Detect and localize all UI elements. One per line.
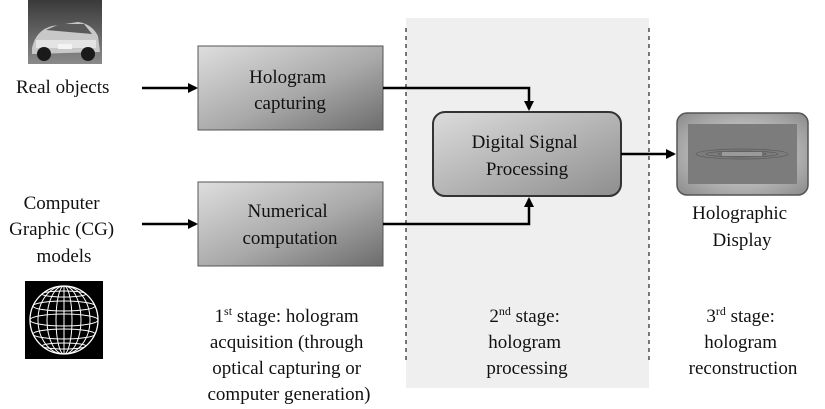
stage2-heading: 2nd stage: bbox=[489, 304, 560, 327]
stage3-line-2: hologram bbox=[704, 332, 777, 353]
svg-text:Numerical computation: Numerical computation bbox=[243, 201, 338, 249]
numerical-computation-line-2: computation bbox=[243, 228, 338, 249]
display-label-line-2: Display bbox=[712, 230, 772, 251]
hologram-capturing-box: Hologram capturing bbox=[197, 45, 384, 131]
stage2-caption: 2nd stage: hologram processing bbox=[486, 304, 568, 379]
wireframe-sphere-image bbox=[25, 281, 103, 359]
dsp-line-1: Digital Signal bbox=[472, 132, 578, 153]
hologram-capturing-line-2: capturing bbox=[254, 93, 326, 114]
stage3-heading: 3rd stage: bbox=[706, 304, 775, 327]
svg-text:Digital Signal Processin: Digital Signal Processing bbox=[472, 132, 583, 180]
holographic-display bbox=[676, 112, 809, 196]
arrow-computation-to-dsp bbox=[383, 197, 534, 226]
stage1-line-4: computer generation) bbox=[207, 384, 370, 405]
stage2-line-3: processing bbox=[486, 358, 568, 379]
numerical-computation-line-1: Numerical bbox=[248, 201, 328, 222]
stage3-caption: 3rd stage: hologram reconstruction bbox=[689, 304, 798, 379]
numerical-computation-box: Numerical computation bbox=[197, 181, 384, 267]
cg-models-line-2: Graphic (CG) bbox=[9, 219, 114, 240]
holographic-display-label: Holographic Display bbox=[692, 203, 792, 251]
stage1-heading: 1st stage: hologram bbox=[215, 304, 359, 327]
stage1-caption: 1st stage: hologram acquisition (through… bbox=[207, 304, 370, 405]
stage1-line-3: optical capturing or bbox=[212, 358, 361, 379]
svg-text:Hologram capturing: Hologram capturing bbox=[249, 67, 331, 114]
cg-models-label: Computer Graphic (CG) models bbox=[9, 193, 119, 267]
dsp-line-2: Processing bbox=[486, 159, 569, 180]
stage2-line-2: hologram bbox=[488, 332, 561, 353]
hologram-capturing-line-1: Hologram bbox=[249, 67, 326, 88]
real-objects-label: Real objects bbox=[16, 77, 109, 98]
cg-models-line-3: models bbox=[37, 246, 92, 267]
arrow-capturing-to-dsp bbox=[383, 86, 534, 111]
digital-signal-processing-box: Digital Signal Processing bbox=[432, 111, 622, 197]
stage3-line-3: reconstruction bbox=[689, 358, 798, 379]
cg-models-line-1: Computer bbox=[24, 193, 101, 214]
car-photo bbox=[28, 0, 102, 64]
display-label-line-1: Holographic bbox=[692, 203, 787, 224]
stage1-line-2: acquisition (through bbox=[210, 332, 364, 353]
